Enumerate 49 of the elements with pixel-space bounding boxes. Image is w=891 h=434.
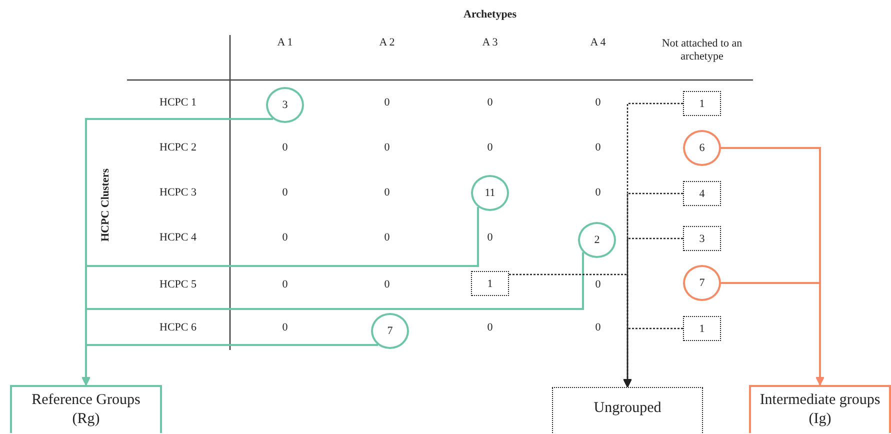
highlight-circle: 7: [371, 313, 409, 349]
table-cell-value: 0: [282, 278, 288, 292]
table-cell-value: 0: [487, 232, 493, 244]
group-box: Intermediate groups (Ig): [749, 385, 891, 433]
connector-arrow: [623, 328, 683, 388]
table-cell-value: 0: [384, 232, 390, 244]
group-box: Reference Groups (Rg): [10, 385, 162, 433]
table-cell-value: 0: [595, 186, 601, 200]
table-cell-value: 0: [282, 142, 288, 154]
column-header: A 2: [379, 36, 395, 50]
table-cell-value: 0: [595, 96, 601, 110]
highlight-circle: 2: [578, 222, 616, 258]
dotted-value-box: 3: [683, 226, 721, 251]
table-cell-value: 0: [384, 186, 390, 200]
table-cell-value: 0: [384, 278, 390, 292]
column-header: A 3: [482, 36, 498, 50]
table-cell-value: 0: [282, 322, 288, 334]
row-axis-title: HCPC Clusters: [100, 168, 112, 242]
highlight-circle: 3: [266, 87, 304, 123]
table-cell-value: 0: [595, 142, 601, 154]
dotted-value-box: 1: [683, 91, 721, 116]
table-title: Archetypes: [464, 8, 516, 22]
table-cell-value: 0: [595, 322, 601, 334]
dotted-value-box: 4: [683, 181, 721, 206]
row-header: HCPC 3: [160, 186, 196, 200]
row-header: HCPC 6: [160, 322, 196, 334]
row-header: HCPC 4: [160, 232, 196, 244]
row-header: HCPC 5: [160, 278, 196, 292]
column-header: Not attached to an archetype: [660, 37, 744, 63]
table-cell-value: 0: [384, 142, 390, 154]
table-cell-value: 0: [595, 278, 601, 292]
row-header: HCPC 1: [160, 96, 196, 110]
table-cell-value: 0: [487, 142, 493, 154]
highlight-circle: 6: [683, 130, 721, 166]
connector-arrow: [82, 344, 378, 386]
highlight-circle: 11: [471, 175, 509, 211]
table-cell-value: 0: [384, 96, 390, 110]
table-cell-value: 0: [282, 232, 288, 244]
connector-arrow: [721, 282, 824, 386]
table-cell-value: 0: [282, 186, 288, 200]
row-header: HCPC 2: [160, 142, 196, 154]
column-header: A 4: [590, 36, 606, 50]
highlight-circle: 7: [683, 265, 721, 301]
table-cell-value: 0: [487, 322, 493, 334]
dotted-value-box: 1: [683, 316, 721, 341]
column-header: A 1: [277, 36, 293, 50]
table-cell-value: 0: [487, 96, 493, 110]
group-box: Ungrouped: [552, 387, 703, 433]
dotted-value-box: 1: [471, 271, 509, 296]
